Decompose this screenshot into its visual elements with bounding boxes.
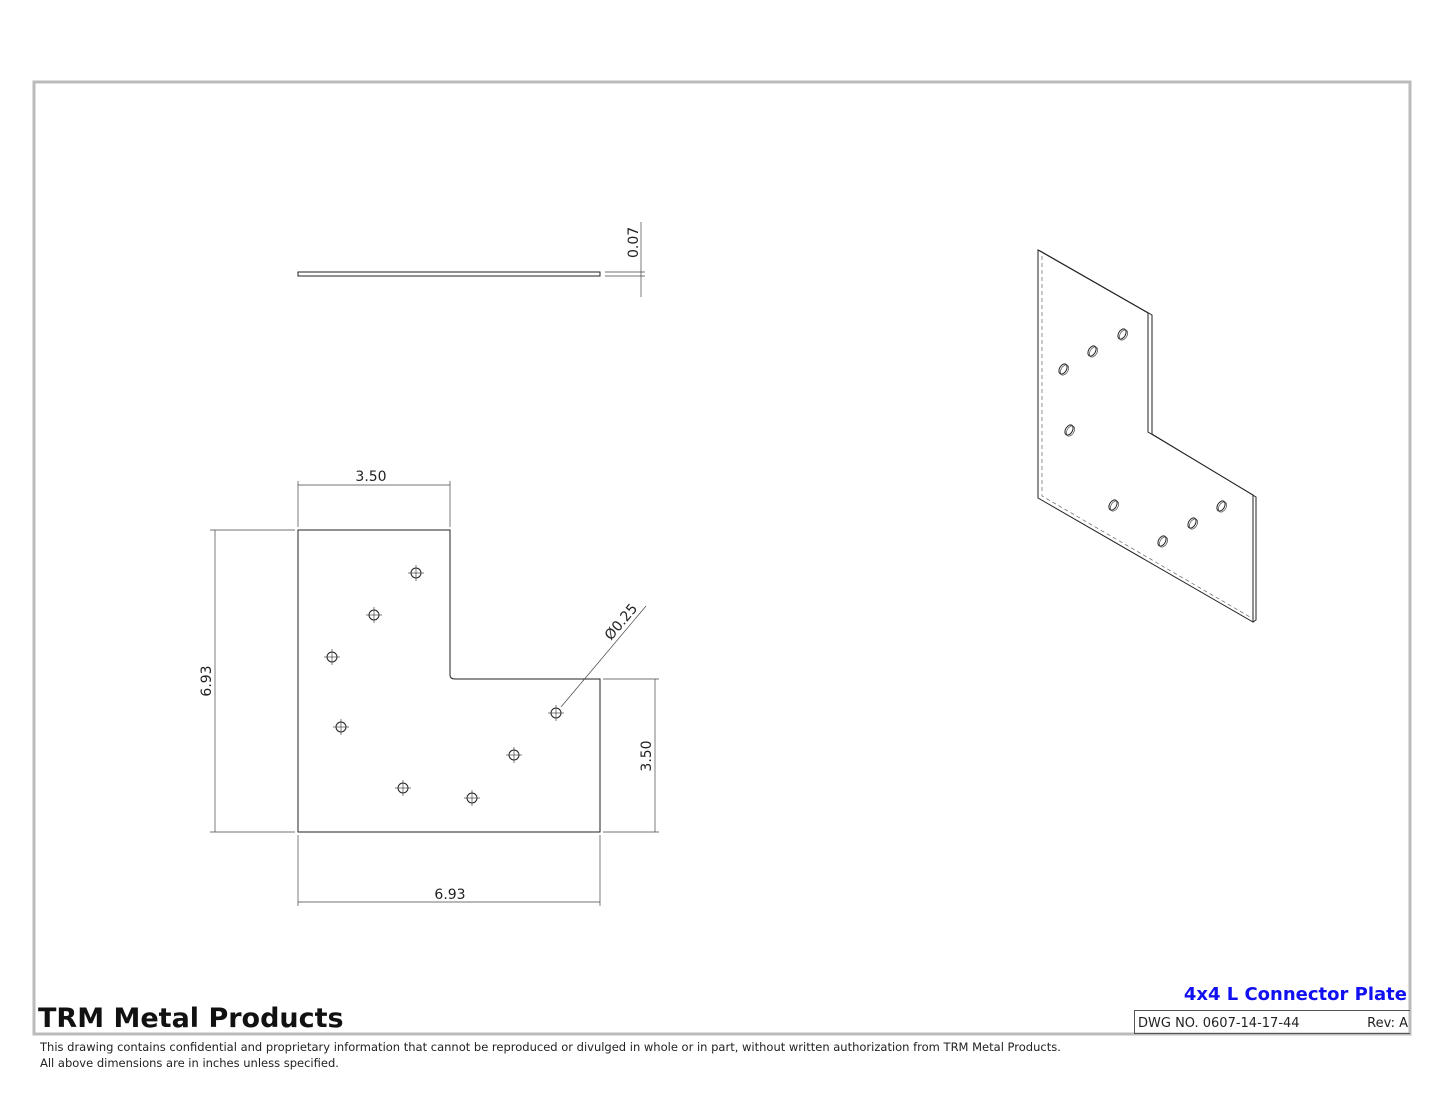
hole-icon [366, 607, 382, 623]
iso-hole-icon [1187, 517, 1198, 530]
units-note: All above dimensions are in inches unles… [40, 1056, 339, 1070]
hole-leader-line [560, 605, 647, 708]
side-view: 0.07 [297, 222, 645, 297]
iso-hole-icon [1216, 500, 1227, 513]
confidentiality-notice: This drawing contains confidential and p… [40, 1040, 1061, 1054]
overall-width-dimension: 6.93 [434, 887, 465, 903]
overall-height-dimension: 6.93 [199, 665, 215, 696]
thickness-dimension: 0.07 [626, 227, 642, 258]
right-height-dimension: 3.50 [639, 740, 655, 771]
iso-hole-icon [1087, 345, 1098, 358]
top-width-dimension: 3.50 [355, 469, 386, 485]
drawing-title: 4x4 L Connector Plate [1183, 984, 1407, 1005]
iso-hole-icon [1157, 535, 1168, 548]
iso-hole-icon [1108, 499, 1119, 512]
hole-icon [395, 780, 411, 796]
hole-icon [333, 719, 349, 735]
hole-diameter-dimension: Ø0.25 [602, 601, 641, 644]
hole-icon [408, 565, 424, 581]
title-block: DWG NO. 0607-14-17-44 Rev: A [1134, 1010, 1410, 1034]
isometric-view [1037, 249, 1257, 623]
iso-hole-icon [1117, 328, 1128, 341]
iso-hole-icon [1058, 363, 1069, 376]
drawing-number: DWG NO. 0607-14-17-44 [1138, 1016, 1300, 1031]
hole-icon [506, 747, 522, 763]
hole-icon [548, 705, 564, 721]
plate-outline [297, 529, 601, 833]
front-view: 3.50 6.93 3.50 6.93 Ø0.25 [199, 469, 659, 906]
hole-icon [464, 790, 480, 806]
iso-hole-icon [1064, 424, 1075, 437]
company-name: TRM Metal Products [38, 1003, 344, 1034]
hole-icon [324, 649, 340, 665]
sheet-border [32, 80, 1412, 1036]
holes [324, 565, 564, 806]
revision: Rev: A [1367, 1016, 1408, 1031]
